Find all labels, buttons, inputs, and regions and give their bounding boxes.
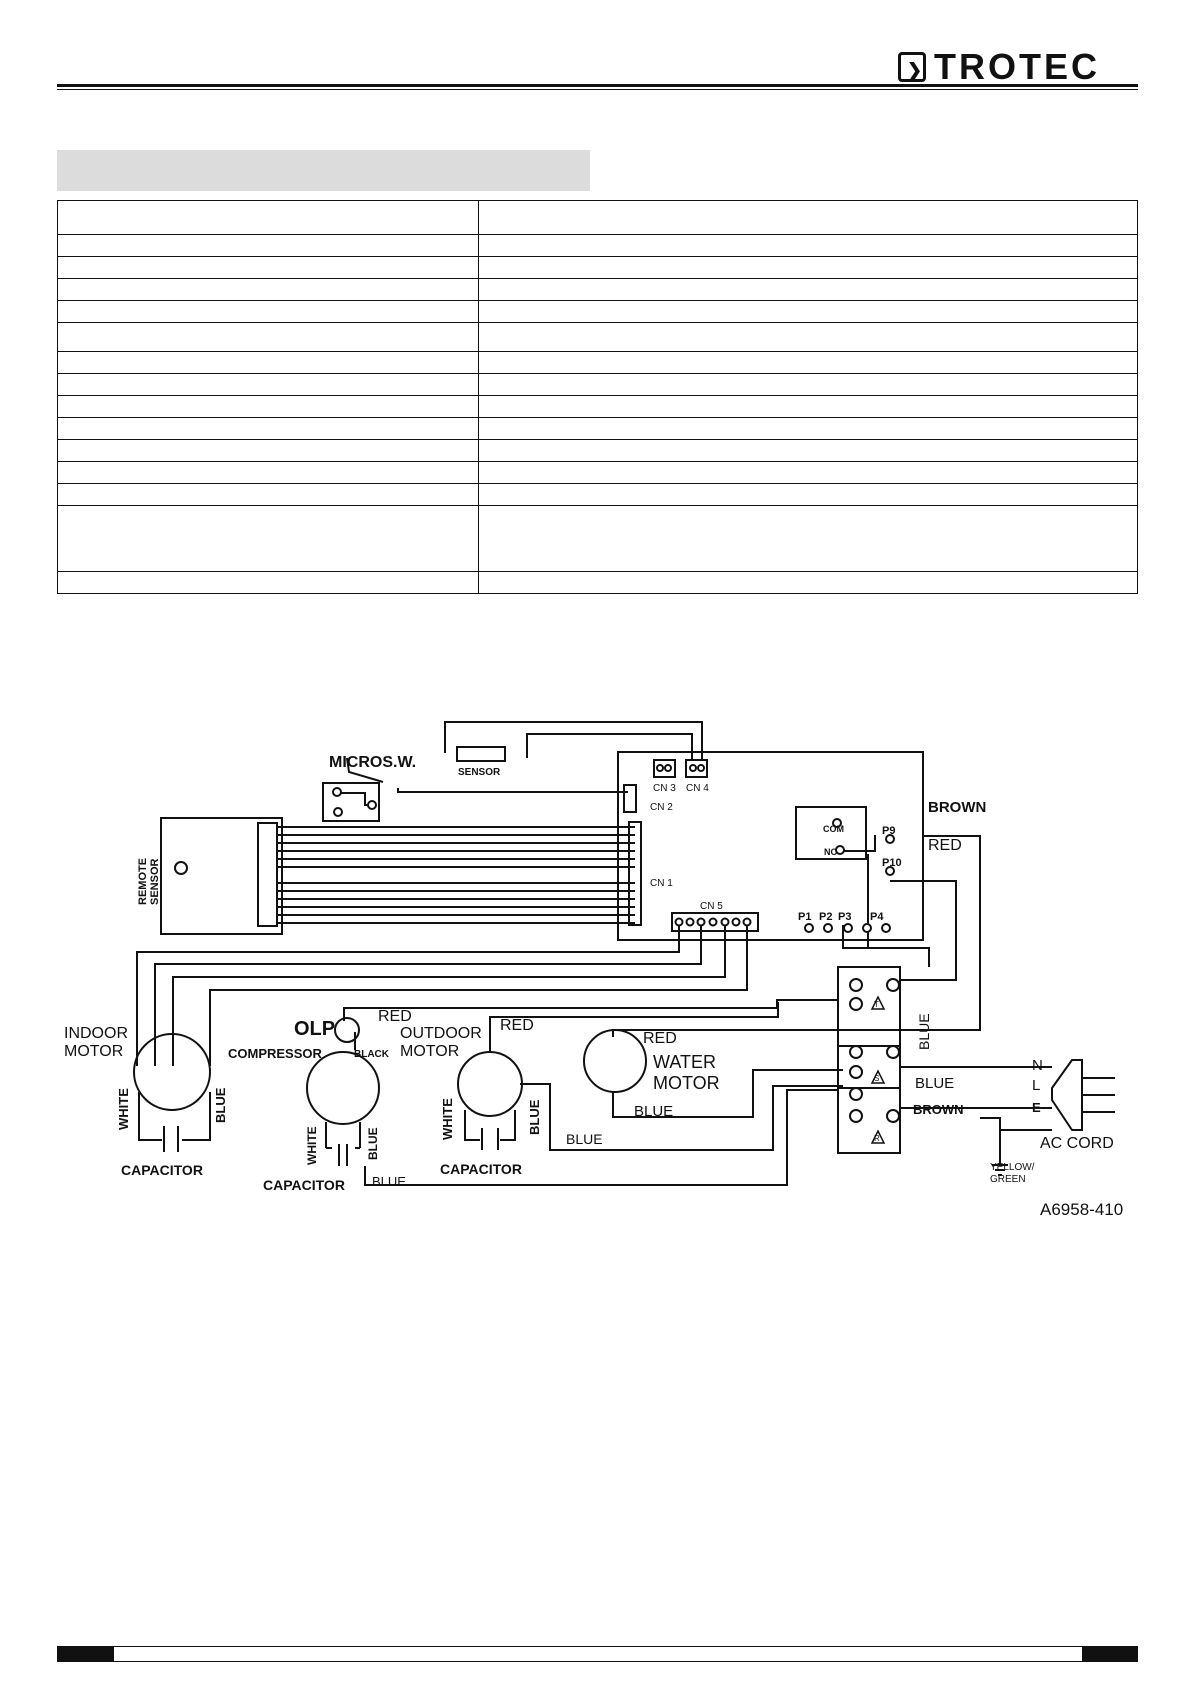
table-row	[57, 373, 1138, 396]
footer-rule	[57, 1646, 1138, 1647]
ac-cord-label: AC CORD	[1040, 1135, 1114, 1152]
p3-label: P3	[838, 911, 851, 923]
l-label: L	[1032, 1077, 1040, 1094]
micro-switch-label: MICROS.W.	[329, 754, 416, 771]
com-label: COM	[823, 824, 844, 834]
table-row	[57, 571, 1138, 594]
table-row	[57, 395, 1138, 418]
water-motor-label-2: MOTOR	[653, 1073, 720, 1093]
remote-sensor-label-1: REMOTE	[137, 858, 149, 905]
footer-page-block-right	[1082, 1646, 1138, 1662]
trotec-logo: ❯ TROTEC	[898, 46, 1138, 87]
cn3-label: CN 3	[653, 783, 676, 794]
table-row	[57, 439, 1138, 462]
blue-outdoor-label: BLUE	[527, 1099, 542, 1135]
p1-label: P1	[798, 911, 811, 923]
table-row	[57, 351, 1138, 374]
blue-vertical-label: BLUE	[916, 1013, 932, 1050]
white-outdoor-label: WHITE	[440, 1098, 455, 1140]
black-label: BLACK	[354, 1049, 390, 1060]
brown-terminal-label: BROWN	[913, 1102, 964, 1117]
logo-chevron-icon: ❯	[898, 52, 926, 82]
table-row	[57, 234, 1138, 257]
brown-top-label: BROWN	[928, 799, 986, 816]
table-row	[57, 278, 1138, 301]
drawing-code-label: A6958-410	[1040, 1200, 1123, 1219]
table-cell-label	[57, 200, 479, 235]
p10-label: P10	[882, 857, 902, 869]
footer-rule-bottom	[57, 1661, 1138, 1662]
e-label: E	[1032, 1100, 1041, 1115]
p2-label: P2	[819, 911, 832, 923]
blue-water-label: BLUE	[634, 1103, 673, 1120]
terminal-t-label: T	[874, 1000, 879, 1009]
p4-label: P4	[870, 911, 884, 923]
header-rule-thin	[57, 89, 1138, 90]
red-water-label: RED	[643, 1030, 677, 1047]
yellow-green-label-1: YELLOW/	[990, 1162, 1035, 1173]
terminal-s-label: S	[874, 1074, 879, 1083]
capacitor-indoor-label: CAPACITOR	[121, 1162, 203, 1178]
outdoor-motor-label-1: OUTDOOR	[400, 1025, 482, 1042]
blue-outdoor-bottom-label: BLUE	[566, 1131, 603, 1147]
blue-comp-bottom-label: BLUE	[372, 1174, 406, 1189]
cn2-label: CN 2	[650, 802, 673, 813]
section-heading-bar	[57, 150, 590, 191]
remote-sensor-knob-icon	[174, 861, 188, 875]
remote-sensor-label-2: SENSOR	[149, 858, 161, 905]
indoor-motor-label-2: MOTOR	[64, 1043, 123, 1060]
capacitor-outdoor-label: CAPACITOR	[440, 1161, 522, 1177]
water-motor-label-1: WATER	[653, 1052, 716, 1072]
red-outdoor-label: RED	[500, 1017, 534, 1034]
logo-text: TROTEC	[934, 46, 1100, 87]
table-row	[57, 322, 1138, 352]
table-row	[57, 505, 1138, 572]
table-cell-label	[57, 505, 479, 572]
compressor-label: COMPRESSOR	[228, 1046, 323, 1061]
n-label: N	[1032, 1057, 1043, 1074]
white-comp-label: WHITE	[305, 1126, 319, 1165]
blue-comp-label: BLUE	[366, 1127, 380, 1160]
p9-label: P9	[882, 825, 895, 837]
olp-label: OLP	[294, 1018, 335, 1040]
blue-terminal-label: BLUE	[915, 1075, 954, 1092]
blue-indoor-label: BLUE	[213, 1087, 228, 1123]
table-row	[57, 256, 1138, 279]
yellow-green-label-2: GREEN	[990, 1174, 1026, 1185]
indoor-motor-label-1: INDOOR	[64, 1025, 128, 1042]
table-cell-value	[478, 571, 1138, 594]
cn4-label: CN 4	[686, 783, 709, 794]
table-row	[57, 300, 1138, 323]
header-rule	[57, 84, 1138, 87]
cn1-label: CN 1	[650, 878, 673, 889]
red-right-label: RED	[928, 837, 962, 854]
no-label: NO	[824, 847, 838, 857]
cn5-label: CN 5	[700, 901, 723, 912]
table-row	[57, 417, 1138, 440]
white-indoor-label: WHITE	[116, 1088, 131, 1130]
table-row	[57, 461, 1138, 484]
sensor-label: SENSOR	[458, 767, 501, 778]
terminal-r-label: R	[874, 1134, 880, 1143]
capacitor-comp-label: CAPACITOR	[263, 1177, 345, 1193]
outdoor-motor-label-2: MOTOR	[400, 1043, 459, 1060]
footer-page-block-left	[57, 1646, 114, 1662]
technical-data-table	[57, 200, 1138, 594]
red-olp-label: RED	[378, 1008, 412, 1025]
table-row	[57, 200, 1138, 235]
